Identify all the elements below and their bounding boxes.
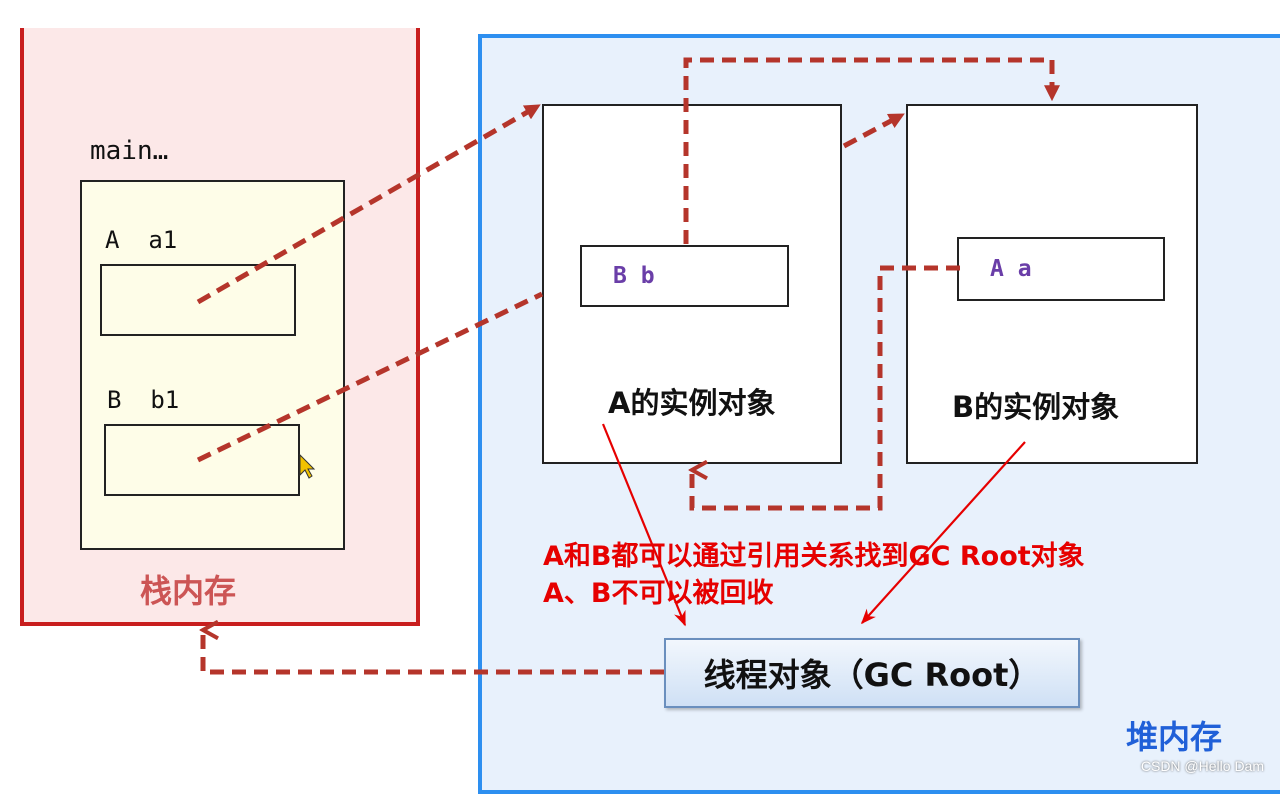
- red-arrow-a-to-gc-root: [601, 423, 687, 627]
- object-a-field-label: B b: [613, 263, 655, 289]
- annotation-line-1: A和B都可以通过引用关系找到GC Root对象: [543, 541, 1085, 572]
- red-arrow-b-to-gc-root: [860, 441, 1026, 625]
- arrow-gc-root-to-stack: [203, 630, 664, 675]
- arrow-field-b-to-b-instance: [683, 57, 1061, 244]
- watermark: CSDN @Hello Dam: [1140, 758, 1264, 774]
- method-frame-label: main…: [90, 136, 169, 166]
- arrow-a-to-b-instance: [842, 112, 905, 149]
- variable-a1-label: A a1: [105, 226, 178, 254]
- object-b-title: B的实例对象: [952, 390, 1120, 424]
- arrow-b1-to-a-instance: [196, 291, 544, 463]
- arrow-a1-to-a-instance: [196, 103, 541, 305]
- gc-root-thread-object: 线程对象（GC Root）: [664, 638, 1080, 708]
- object-a-title: A的实例对象: [608, 386, 776, 420]
- gc-root-label: 线程对象（GC Root）: [703, 656, 1041, 694]
- annotation-line-2: A、B不可以被回收: [543, 578, 774, 609]
- object-b-field-a: [957, 237, 1165, 301]
- mouse-cursor-icon: [299, 453, 316, 479]
- heap-memory-title: 堆内存: [1126, 718, 1223, 756]
- object-b-field-label: A a: [990, 256, 1032, 282]
- object-a-field-b: [580, 245, 789, 307]
- variable-b1-label: B b1: [107, 386, 180, 414]
- stack-memory-title: 栈内存: [140, 572, 237, 610]
- arrow-field-a-to-a-instance: [692, 265, 960, 511]
